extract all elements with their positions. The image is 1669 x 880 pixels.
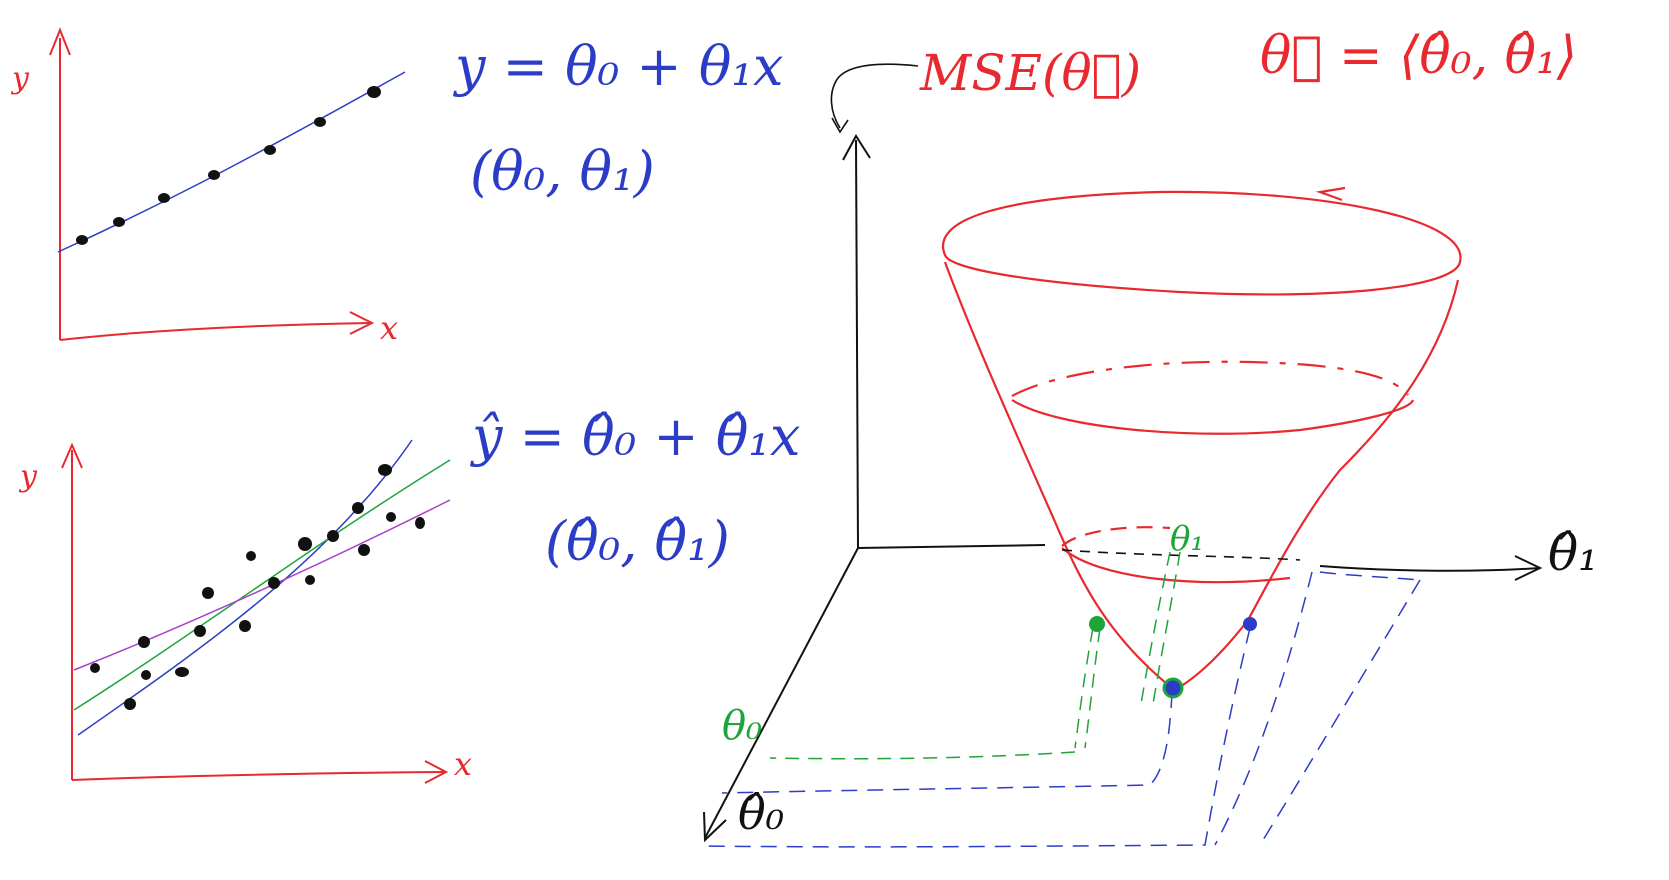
bottom-point [239, 620, 251, 632]
top-point [314, 117, 326, 127]
bottom-point [305, 575, 315, 585]
top-point [367, 86, 381, 98]
top-plot [49, 27, 406, 341]
bottom-point [138, 636, 150, 648]
top-point [264, 145, 276, 155]
top-fit-line [57, 71, 406, 253]
bottom-y-label: y [20, 459, 37, 494]
bottom-point [175, 667, 189, 677]
bottom-point [246, 551, 256, 561]
bottom-data-points [90, 464, 425, 710]
top-point [76, 235, 88, 245]
theta1-axis [857, 544, 1543, 581]
bowl-mid-back [1011, 360, 1409, 397]
blue-point [1243, 617, 1257, 631]
fit-line-green [73, 459, 451, 711]
top-point [113, 217, 125, 227]
top-point [158, 193, 170, 203]
bottom-point [386, 512, 396, 522]
bottom-y-axis [61, 442, 83, 780]
top-x-label: x [380, 309, 399, 347]
fit-line-blue [77, 439, 413, 736]
bottom-point [415, 517, 425, 529]
bowl-low-front [1061, 547, 1291, 584]
bottom-point [298, 537, 312, 551]
fit-line-purple [73, 499, 451, 671]
green-projections [769, 551, 1181, 760]
theta-vector-definition: θ⃗ = ⟨θ̂₀, θ̂₁⟩ [1260, 26, 1578, 86]
theta1-axis-label: θ̂₁ [1548, 524, 1599, 582]
mse-label: MSE(θ⃗) [920, 44, 1142, 102]
minimum-point [1162, 677, 1184, 699]
bottom-point [194, 625, 206, 637]
bottom-params: (θ̂₀, θ̂₁) [545, 510, 730, 573]
bottom-plot [61, 439, 451, 784]
theta0-axis-label: θ̂₀ [738, 786, 785, 840]
surface-plot [699, 63, 1543, 848]
theta1-hidden-dash [1061, 549, 1301, 561]
top-y-axis [49, 27, 71, 340]
bottom-point [90, 663, 100, 673]
bottom-point [124, 698, 136, 710]
theta0-axis [703, 547, 859, 843]
bottom-point [202, 587, 214, 599]
bottom-point [141, 670, 151, 680]
bottom-point [358, 544, 370, 556]
top-x-axis [59, 311, 375, 341]
bottom-x-axis [71, 760, 449, 784]
bottom-point [268, 577, 280, 589]
bowl-left-wall [943, 261, 1173, 689]
rim-arrow [1315, 186, 1346, 202]
green-theta0-label: θ₀ [722, 703, 763, 749]
bowl-rim [942, 190, 1462, 296]
bowl-mid-front [1011, 399, 1415, 435]
green-theta1-label: θ₁ [1170, 519, 1205, 559]
bottom-point [327, 530, 339, 542]
green-point [1089, 616, 1105, 632]
bottom-point [352, 502, 364, 514]
top-params: (θ₀, θ₁) [470, 140, 655, 203]
mse-bowl [942, 186, 1462, 689]
bowl-right-wall [1177, 279, 1460, 689]
top-data-points [76, 86, 381, 245]
top-point [208, 170, 220, 180]
bowl-low-back [1061, 526, 1171, 547]
blue-projections [699, 571, 1421, 848]
top-y-label: y [12, 61, 29, 96]
mse-vertical-axis [830, 63, 919, 549]
top-equation: y = θ₀ + θ₁x [455, 35, 784, 98]
bottom-equation: ŷ = θ̂₀ + θ̂₁x [472, 405, 801, 468]
bottom-point [378, 464, 392, 476]
bottom-x-label: x [454, 745, 473, 783]
